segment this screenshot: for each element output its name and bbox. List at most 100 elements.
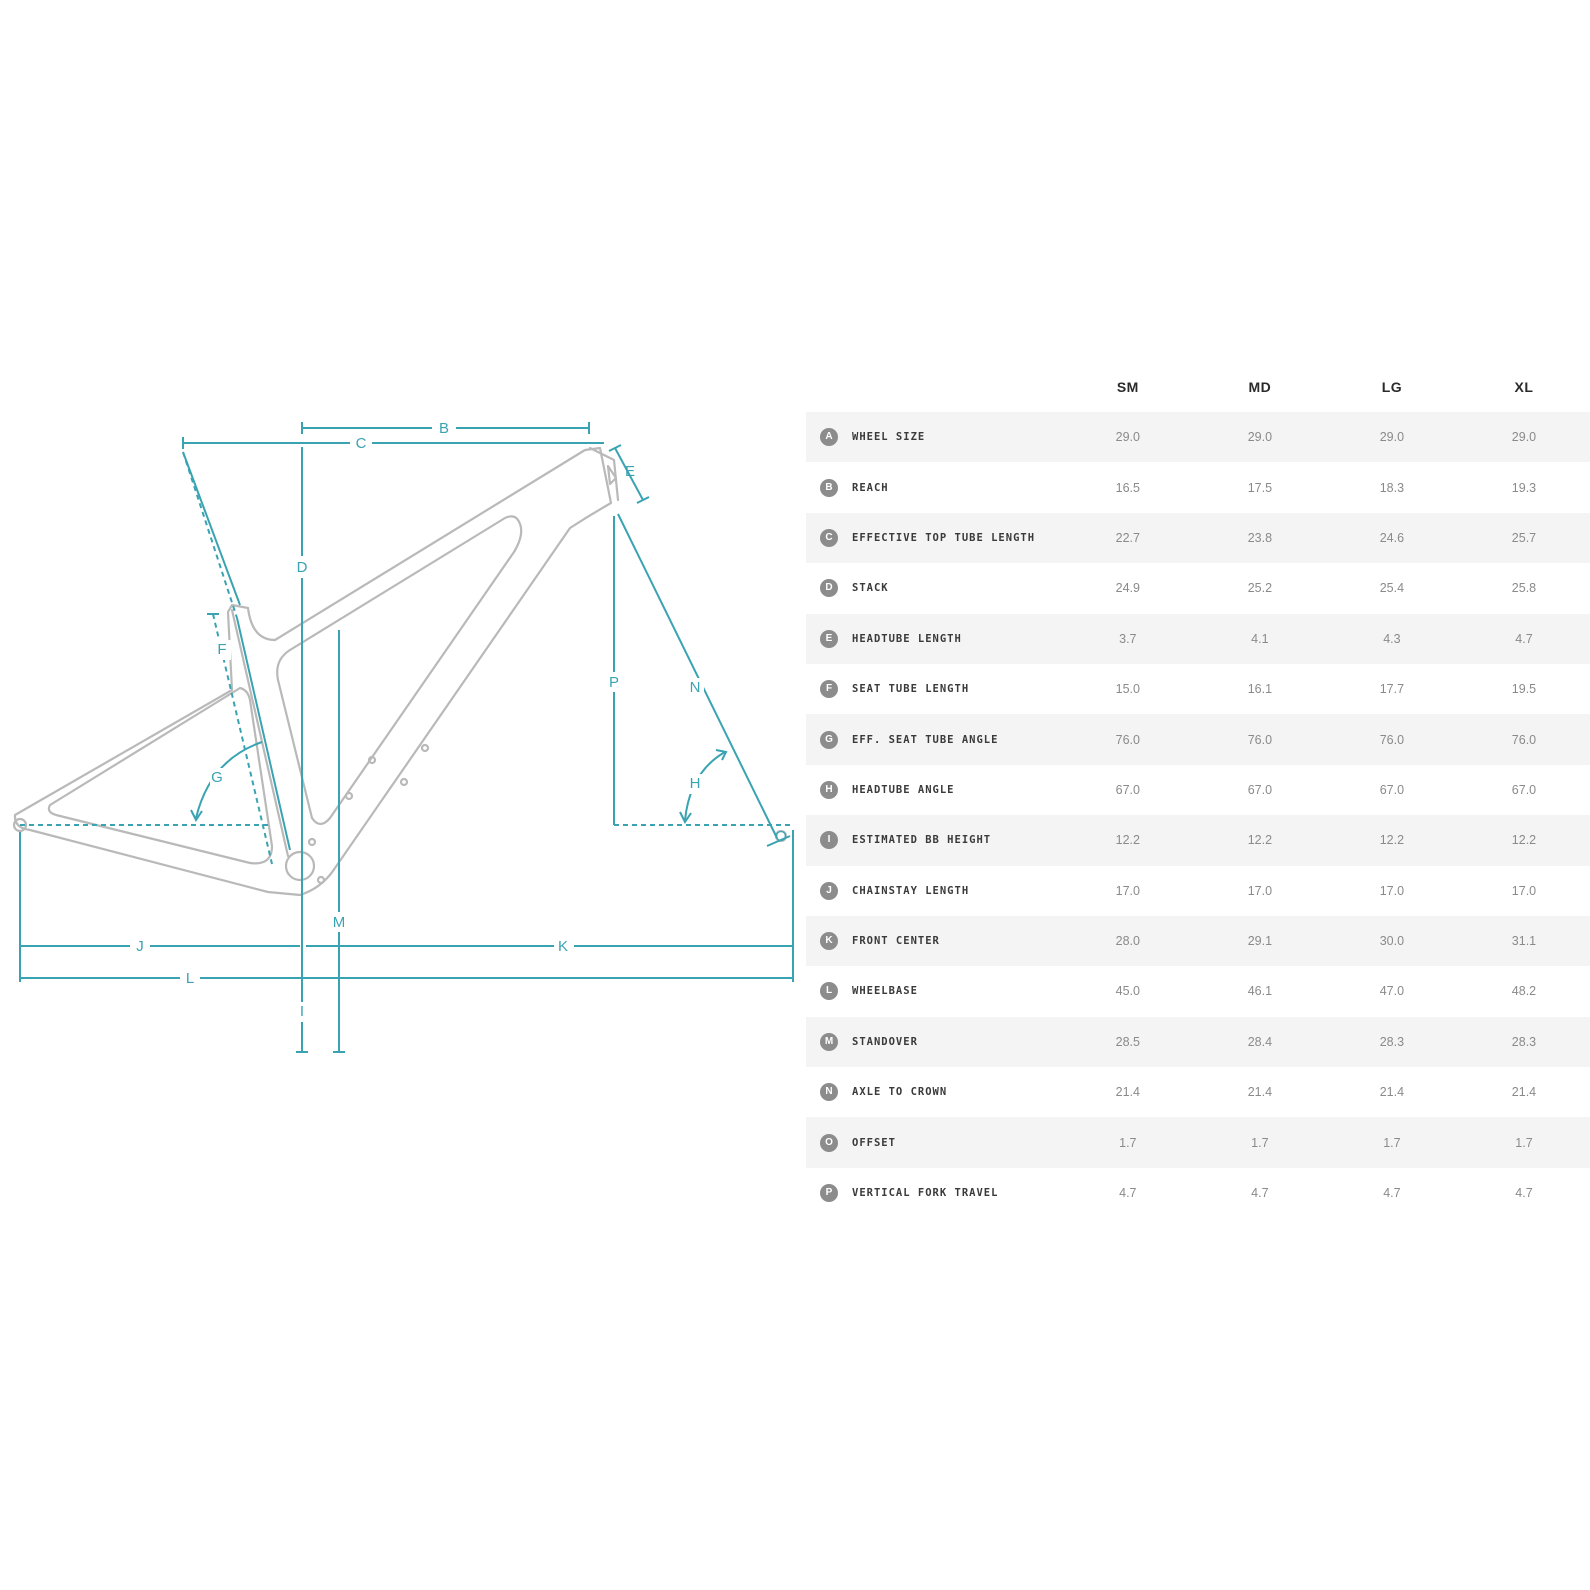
dim-label-f: F [217, 641, 226, 658]
dim-label-j: J [136, 938, 144, 955]
measurement-value-xl: 76.0 [1457, 714, 1590, 765]
measurement-value-xl: 17.0 [1511, 883, 1537, 898]
measurement-value-lg: 21.4 [1379, 1085, 1405, 1100]
frame-seat-tube [230, 608, 290, 858]
measurement-key-badge: J [820, 881, 838, 900]
dim-label-o: O [775, 828, 787, 845]
measurement-value-lg: 24.6 [1325, 512, 1458, 564]
measurement-name: WHEEL SIZE [852, 431, 926, 444]
measurement-name: CHAINSTAY LENGTH [852, 884, 970, 897]
measurement-value-lg: 47.0 [1379, 984, 1405, 999]
frame-headtube [588, 446, 620, 502]
measurement-value-lg: 18.3 [1379, 480, 1405, 495]
dim-label-k: K [558, 938, 568, 955]
measurement-value-sm: 3.7 [1061, 613, 1194, 664]
dim-label-e: E [625, 463, 635, 480]
measurement-value-md: 17.0 [1247, 883, 1273, 898]
measurement-key-badge: O [820, 1133, 838, 1152]
measurement-label-cell: E HEADTUBE LENGTH [806, 613, 1062, 664]
measurement-value-md: 4.1 [1193, 613, 1326, 664]
measurement-value-md: 76.0 [1193, 714, 1326, 765]
dimension-lines [19, 422, 794, 1053]
frame-rear-triangle [47, 686, 274, 865]
measurement-value-md: 67.0 [1247, 782, 1273, 797]
dim-label-b: B [439, 420, 449, 437]
measurement-value-sm: 12.2 [1061, 815, 1194, 866]
table-header-row: SM MD LG XL [806, 362, 1590, 412]
measurement-value-md: 21.4 [1247, 1085, 1273, 1100]
measurement-value-sm: 76.0 [1061, 714, 1194, 765]
bottom-bracket [284, 850, 316, 882]
measurement-value-sm: 21.4 [1115, 1085, 1140, 1100]
measurement-value-sm: 17.0 [1115, 883, 1140, 898]
measurement-value-lg: 67.0 [1379, 782, 1405, 797]
measurement-value-md: 29.1 [1193, 915, 1326, 967]
measurement-key-badge: A [820, 428, 838, 447]
measurement-key-badge: D [820, 579, 838, 598]
measurement-name: WHEELBASE [852, 985, 918, 998]
measurement-value-md: 17.5 [1247, 480, 1273, 495]
measurement-name: HEADTUBE ANGLE [852, 783, 955, 796]
measurement-value-xl: 19.3 [1511, 480, 1537, 495]
measurement-value-xl: 4.7 [1457, 613, 1590, 664]
measurement-value-sm: 4.7 [1119, 1186, 1137, 1201]
measurement-value-xl: 21.4 [1511, 1085, 1537, 1100]
measurement-value-sm: 24.9 [1115, 581, 1140, 596]
measurement-key-badge: E [820, 629, 838, 648]
measurement-value-xl: 1.7 [1457, 1117, 1590, 1168]
rear-axle [12, 817, 28, 833]
dim-line-o [766, 835, 791, 847]
dim-label-g: G [211, 769, 223, 786]
dim-label-l: L [186, 970, 194, 987]
measurement-value-xl: 19.5 [1511, 682, 1537, 697]
measurement-name: SEAT TUBE LENGTH [852, 683, 970, 696]
measurement-value-md: 25.2 [1247, 581, 1273, 596]
column-header-sm: SM [1116, 379, 1139, 395]
bolt-3 [344, 791, 354, 801]
measurement-value-lg: 30.0 [1325, 915, 1458, 967]
bolt-2 [420, 743, 430, 753]
measurement-key-badge: L [820, 982, 838, 1001]
measurement-label-cell: G EFF. SEAT TUBE ANGLE [806, 714, 1062, 765]
headtube-detail [606, 464, 618, 486]
measurement-value-xl: 29.0 [1457, 412, 1590, 463]
dim-line-n [617, 513, 778, 839]
measurement-value-md: 23.8 [1193, 512, 1326, 564]
measurement-value-md: 28.4 [1193, 1016, 1326, 1068]
dim-label-i: I [300, 1003, 304, 1020]
bolt-1 [367, 755, 377, 765]
measurement-name: HEADTUBE LENGTH [852, 632, 962, 645]
frame-outer-contour [13, 446, 613, 897]
measurement-value-md: 12.2 [1193, 815, 1326, 866]
measurement-value-sm: 45.0 [1115, 984, 1140, 999]
frame-front-triangle [276, 515, 523, 826]
dim-line-seat-angle [182, 451, 238, 619]
measurement-name: EFF. SEAT TUBE ANGLE [852, 733, 999, 746]
measurement-value-lg: 29.0 [1325, 412, 1458, 463]
bolt-4 [399, 777, 409, 787]
measurement-value-lg: 28.3 [1325, 1016, 1458, 1068]
measurement-value-md: 29.0 [1193, 412, 1326, 463]
measurement-value-lg: 4.3 [1325, 613, 1458, 664]
measurement-value-md: 16.1 [1247, 682, 1273, 697]
measurement-name: OFFSET [852, 1136, 896, 1149]
measurement-key-badge: I [820, 831, 838, 850]
measurement-value-sm: 22.7 [1061, 512, 1194, 564]
measurement-key-badge: G [820, 730, 838, 749]
measurement-value-xl: 31.1 [1457, 915, 1590, 967]
measurement-key-badge: N [820, 1083, 838, 1102]
measurement-key-badge: B [820, 478, 838, 497]
measurement-value-sm: 67.0 [1115, 782, 1140, 797]
measurement-value-xl: 4.7 [1515, 1186, 1533, 1201]
